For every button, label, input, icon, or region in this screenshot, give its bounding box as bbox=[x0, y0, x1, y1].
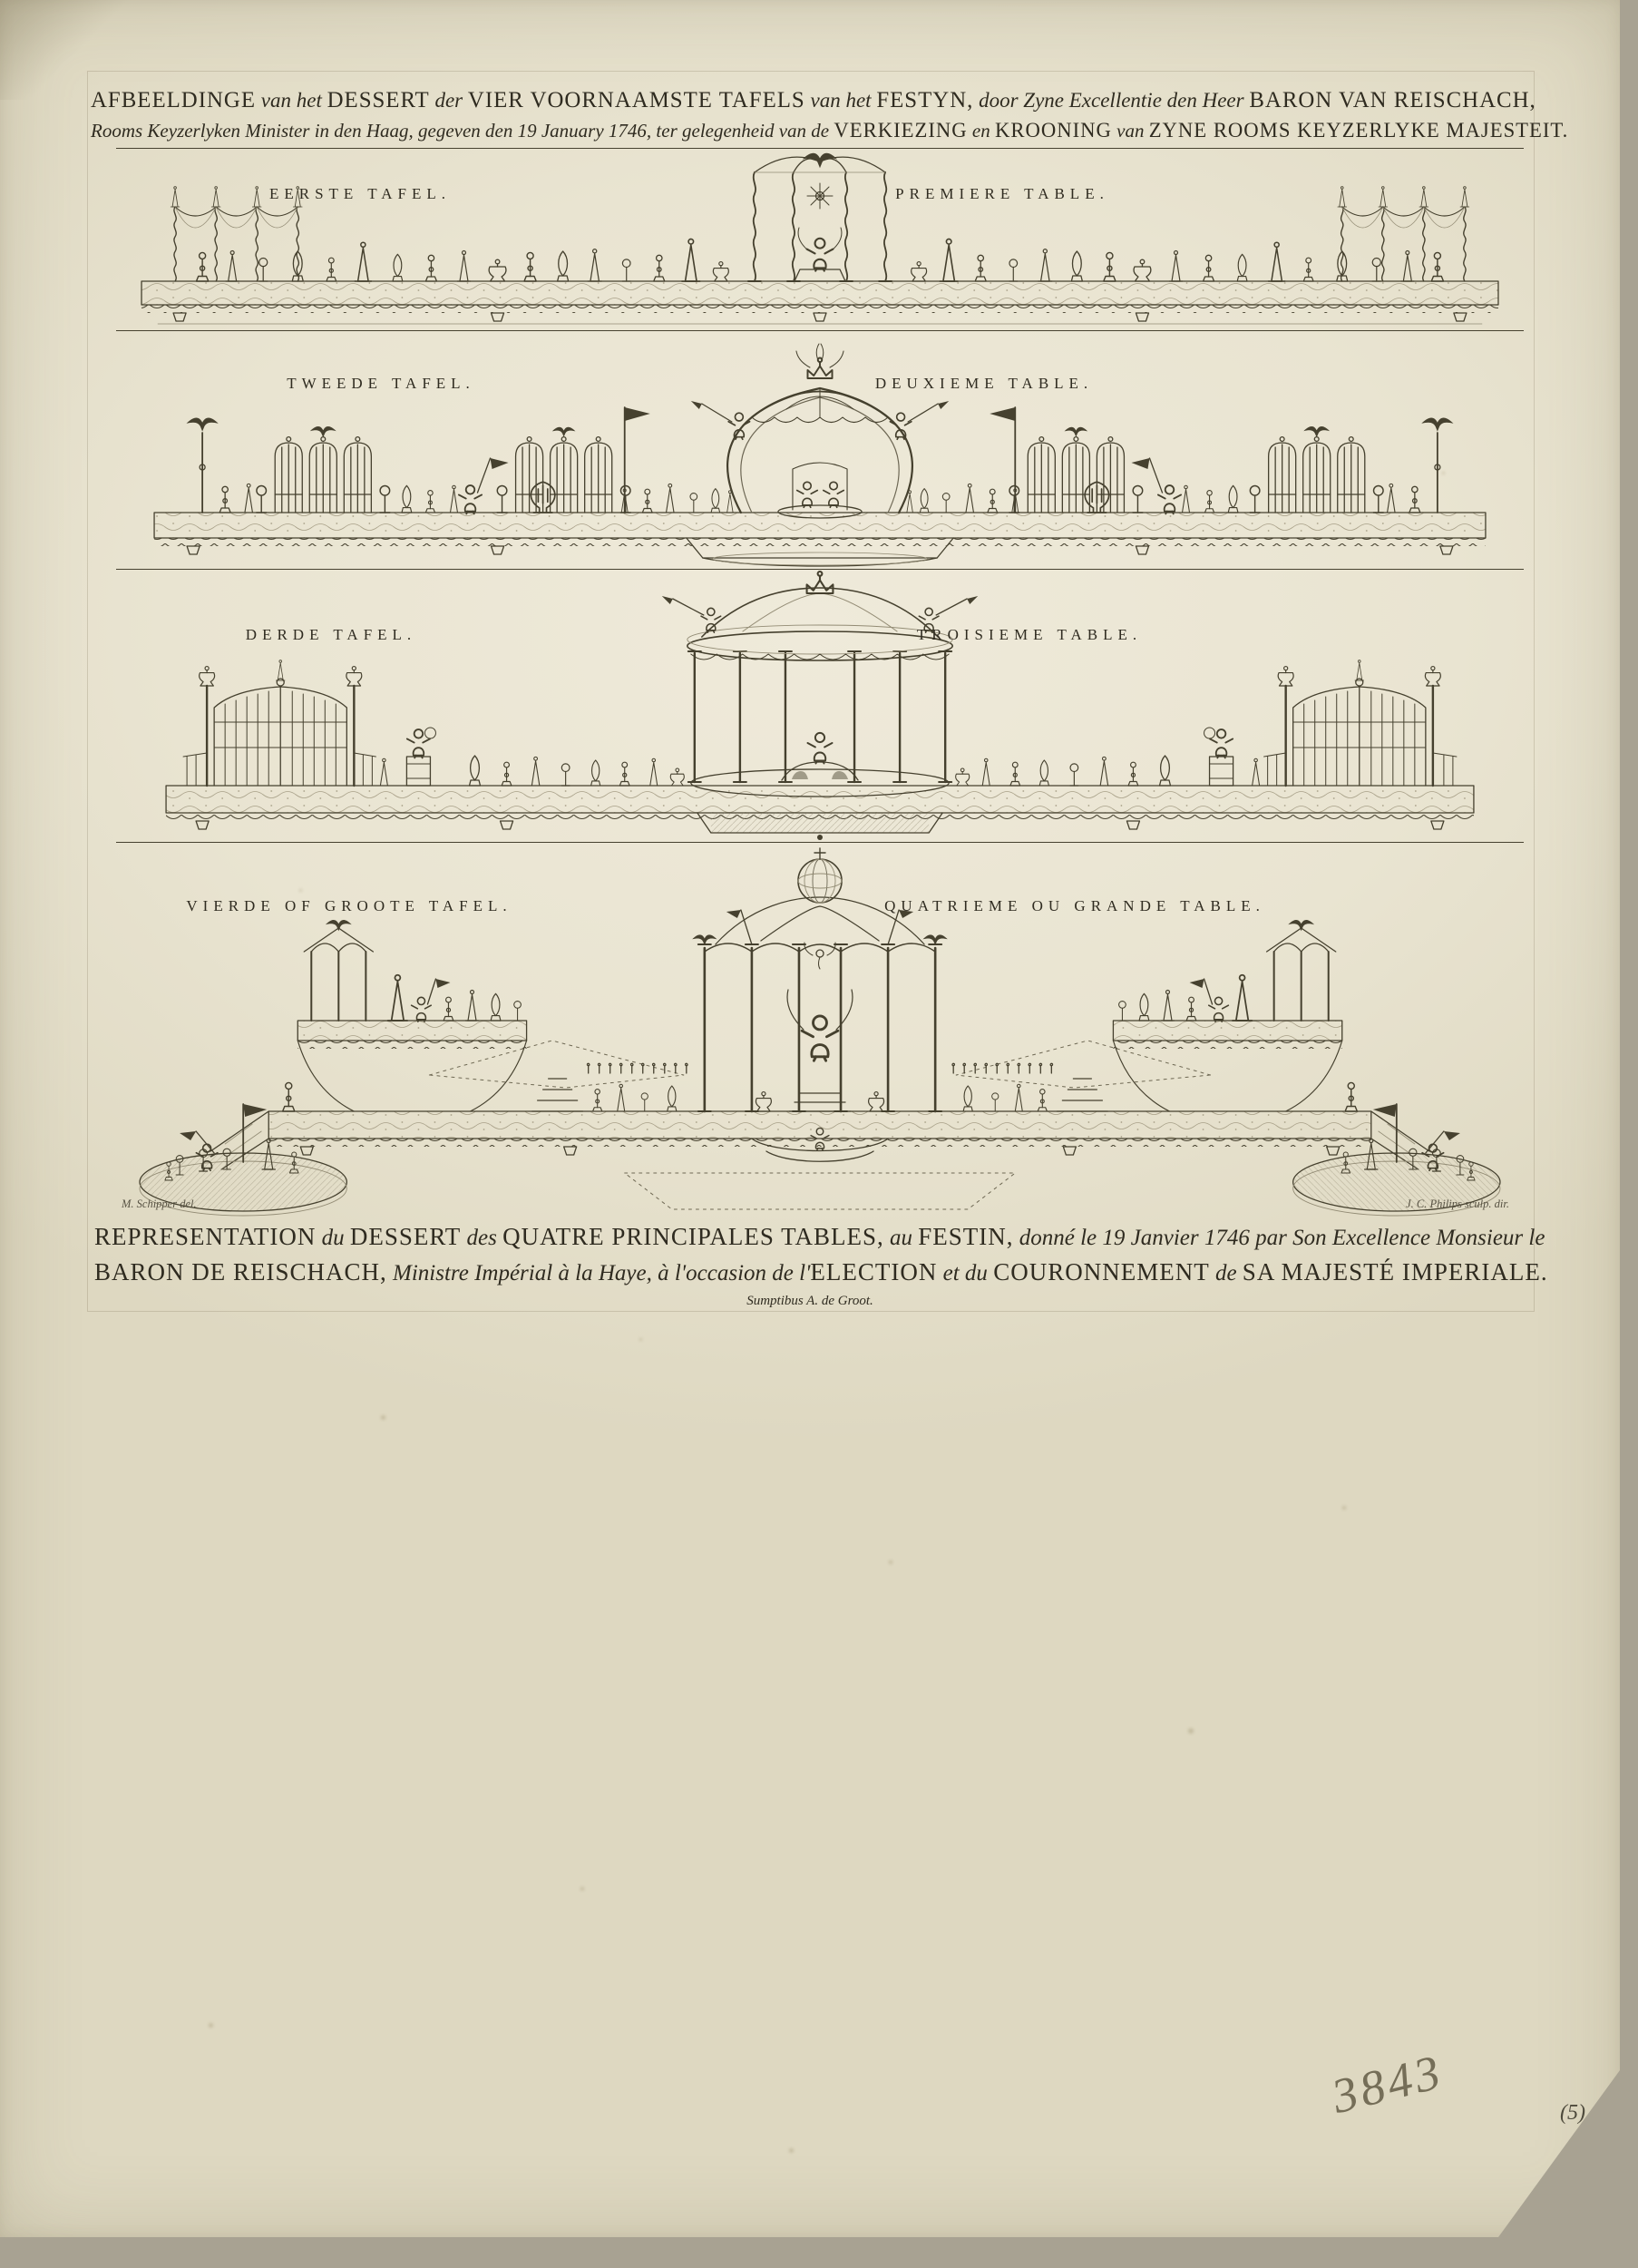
panel-fourth-table: VIERDE OF GROOTE TAFEL. QUATRIEME OU GRA… bbox=[116, 842, 1524, 1217]
flag-putti bbox=[457, 457, 1183, 515]
label-dutch: TWEEDE TAFEL. bbox=[287, 375, 475, 392]
designer-credit: M. Schipper del. bbox=[122, 1198, 197, 1210]
left-end-canopy bbox=[170, 186, 303, 282]
table-top bbox=[153, 512, 1487, 567]
print-sheet: AFBEELDINGE van het DESSERT der VIER VOO… bbox=[0, 0, 1620, 2237]
arched-screens bbox=[185, 416, 1455, 513]
right-gate bbox=[1264, 660, 1457, 786]
label-french: TROISIEME TABLE. bbox=[916, 626, 1143, 643]
label-french: QUATRIEME OU GRANDE TABLE. bbox=[884, 897, 1265, 914]
main-table bbox=[210, 1110, 1430, 1170]
flag-standards bbox=[619, 406, 1021, 513]
side-dais-left bbox=[297, 919, 584, 1112]
central-canopy bbox=[746, 152, 893, 283]
table-top bbox=[165, 785, 1475, 840]
engraving-plate: EERSTE TAFEL. PREMIERE TABLE. bbox=[116, 148, 1524, 1217]
title-caption: AFBEELDINGE van het DESSERT der VIER VOO… bbox=[91, 85, 1569, 145]
central-pavilion bbox=[691, 847, 949, 1162]
right-end-canopy bbox=[1338, 187, 1469, 281]
left-gate bbox=[182, 660, 376, 787]
corner-platform-left bbox=[139, 1103, 347, 1217]
handwritten-corner-mark: (5) bbox=[1560, 2101, 1585, 2125]
french-caption: REPRESENTATION du DESSERT des QUATRE PRI… bbox=[94, 1219, 1548, 1311]
central-rotunda bbox=[661, 570, 979, 797]
panel-second-table: TWEEDE TAFEL. DEUXIEME TABLE. bbox=[116, 330, 1524, 569]
caption-line-french-2: BARON DE REISCHACH, Ministre Impérial à … bbox=[94, 1257, 1548, 1286]
wreath-putto-right bbox=[1204, 728, 1233, 786]
dashed-cloth-zones bbox=[428, 1040, 1212, 1210]
panel-first-table: EERSTE TAFEL. PREMIERE TABLE. bbox=[116, 148, 1524, 330]
title-line-dutch-1: AFBEELDINGE van het DESSERT der VIER VOO… bbox=[91, 88, 1536, 112]
title-line-dutch-2: Rooms Keyzerlyken Minister in den Haag, … bbox=[91, 119, 1569, 142]
central-baldachin bbox=[690, 343, 950, 519]
handwritten-inventory-number: 3843 bbox=[1326, 2043, 1449, 2125]
label-dutch: DERDE TAFEL. bbox=[245, 626, 417, 643]
first-table-engraving bbox=[141, 152, 1499, 325]
ornament-row bbox=[219, 481, 1421, 513]
label-french: PREMIERE TABLE. bbox=[895, 185, 1109, 202]
side-dais-right bbox=[1057, 920, 1341, 1111]
table-top bbox=[141, 280, 1499, 325]
ornament-row bbox=[164, 973, 1476, 1181]
paper-crease bbox=[0, 0, 136, 100]
fourth-table-engraving bbox=[139, 847, 1524, 1217]
second-table-engraving bbox=[153, 343, 1487, 567]
label-dutch: EERSTE TAFEL. bbox=[268, 185, 452, 202]
label-french: DEUXIEME TABLE. bbox=[874, 375, 1094, 392]
wreath-putto-left bbox=[405, 727, 436, 787]
engraver-credit: J. C. Philips sculp. dir. bbox=[1406, 1198, 1509, 1210]
panel-third-table: DERDE TAFEL. TROISIEME TABLE. bbox=[116, 569, 1524, 842]
plate-mark bbox=[87, 71, 1535, 1312]
publisher-imprint: Sumptibus A. de Groot. bbox=[746, 1294, 873, 1308]
third-table-engraving bbox=[165, 570, 1475, 840]
label-dutch: VIERDE OF GROOTE TAFEL. bbox=[186, 897, 512, 914]
caption-line-french-1: REPRESENTATION du DESSERT des QUATRE PRI… bbox=[94, 1223, 1545, 1250]
